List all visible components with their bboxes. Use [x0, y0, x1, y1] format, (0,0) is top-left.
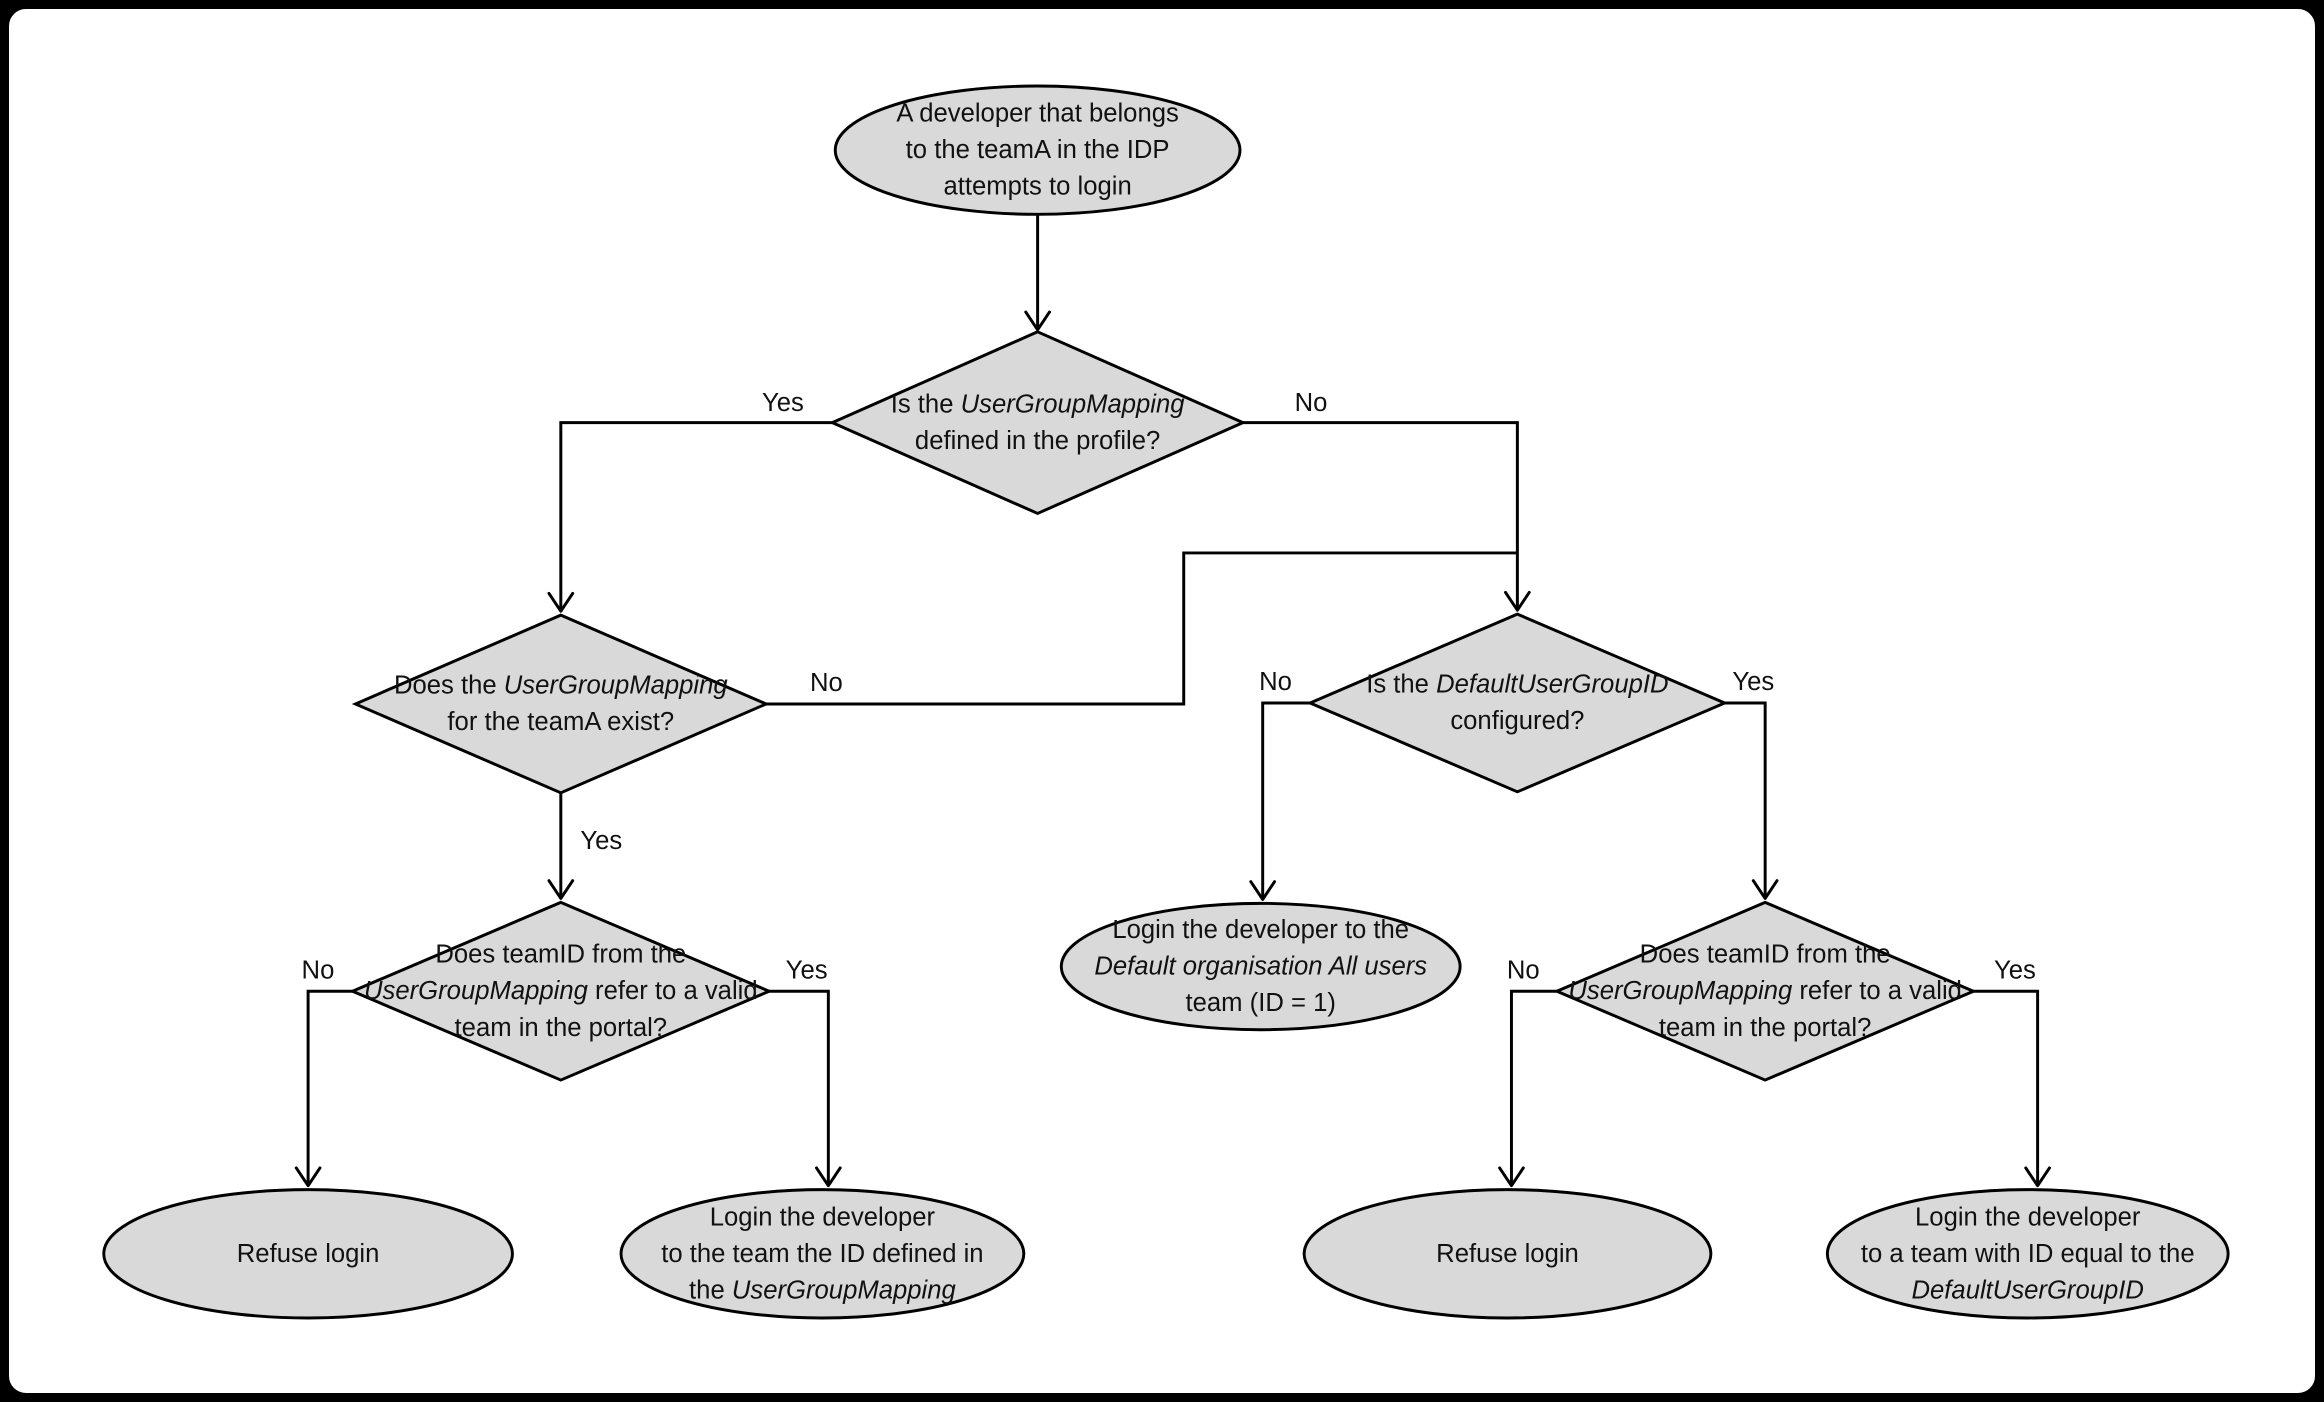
- edge-d2-yes-to-d3l: Yes: [547, 792, 622, 900]
- edge-d1-no-to-d3r: No: [1242, 389, 1531, 612]
- decision-teamid-valid-team-left-shape: [348, 900, 773, 1082]
- edge-d2-no-join-to-d3r: No: [766, 551, 1518, 706]
- end-ellipse-login-team-defaultusergroupid-label-line-1: Login the developer: [1915, 1203, 2141, 1231]
- arrowhead-down-icon: [1504, 590, 1531, 612]
- decision-teamid-valid-team-left-label-line-2: UserGroupMapping refer to a valid: [364, 977, 758, 1005]
- edge-d3r-no-to-default-org-label: No: [1259, 668, 1292, 696]
- end-ellipse-login-default-organisation-team-label-line-2: Default organisation All users: [1094, 953, 1427, 981]
- arrowhead-down-icon: [2024, 1166, 2051, 1188]
- arrowhead-down-icon: [1249, 880, 1277, 901]
- decision-usergroupmapping-for-teama-exists: Does the UserGroupMapping for the teamA e…: [351, 613, 770, 795]
- decision-usergroupmapping-defined-in-profile-shape: [828, 330, 1247, 516]
- end-ellipse-login-team-defaultusergroupid-label-line-3: DefaultUserGroupID: [1912, 1276, 2144, 1304]
- decision-teamid-valid-team-right-label-line-1: Does teamID from the: [1640, 941, 1891, 969]
- edge-d3l-no-to-refuse-left-label: No: [302, 956, 335, 984]
- end-ellipse-login-team-id-usergroupmapping: Login the developer to the team the ID de…: [619, 1188, 1026, 1320]
- decision-usergroupmapping-defined-in-profile-label-line-2: defined in the profile?: [915, 427, 1160, 455]
- decision-defaultusergroupid-configured-label-line-1: Is the DefaultUserGroupID: [1366, 671, 1668, 699]
- end-ellipse-login-team-defaultusergroupid-label-line-2: to a team with ID equal to the: [1861, 1240, 2195, 1268]
- decision-defaultusergroupid-configured-label-line-2: configured?: [1450, 707, 1584, 735]
- end-ellipse-login-team-id-usergroupmapping-label-line-3: the UserGroupMapping: [689, 1276, 956, 1304]
- start-ellipse-developer-login-attempt: A developer that belongs to the teamA in …: [833, 84, 1242, 216]
- edge-d1-yes-to-d2-line: [559, 421, 833, 612]
- end-ellipse-login-team-id-usergroupmapping-label-line-2: to the team the ID defined in: [661, 1240, 983, 1268]
- decision-usergroupmapping-for-teama-exists-label-line-1: Does the UserGroupMapping: [394, 672, 728, 700]
- end-ellipse-login-default-organisation-team-label-line-3: team (ID = 1): [1186, 989, 1336, 1017]
- decision-usergroupmapping-defined-in-profile-label-line-1: Is the UserGroupMapping: [891, 390, 1186, 418]
- decision-defaultusergroupid-configured: Is the DefaultUserGroupID configured?: [1306, 612, 1729, 794]
- edge-d4r-yes-to-login-default-label: Yes: [1994, 956, 2036, 984]
- edge-d3l-yes-to-login-ugm-label: Yes: [786, 956, 828, 984]
- edge-d1-no-to-d3r-label: No: [1295, 389, 1328, 417]
- arrowhead-down-icon: [1498, 1166, 1525, 1188]
- end-ellipse-login-team-defaultusergroupid: Login the developer to a team with ID equ…: [1825, 1188, 2230, 1320]
- end-ellipse-login-team-id-usergroupmapping-shape: [619, 1188, 1026, 1320]
- edge-d1-no-to-d3r-line: [1242, 421, 1519, 611]
- end-ellipse-login-team-id-usergroupmapping-label-line-1: Login the developer: [710, 1203, 936, 1231]
- arrowhead-down-icon: [1751, 879, 1779, 900]
- arrowhead-down-icon: [294, 1166, 322, 1188]
- decision-usergroupmapping-for-teama-exists-shape: [351, 613, 770, 795]
- edge-d3r-yes-to-d4r-label: Yes: [1732, 668, 1774, 696]
- end-ellipse-login-team-defaultusergroupid-shape: [1825, 1188, 2230, 1320]
- decision-defaultusergroupid-configured-shape: [1306, 612, 1729, 794]
- decision-teamid-valid-team-right-label-line-3: team in the portal?: [1659, 1014, 1872, 1042]
- edge-d2-yes-to-d3l-label: Yes: [580, 827, 622, 855]
- edge-d2-no-join-to-d3r-line: [766, 551, 1518, 706]
- edge-d1-yes-to-d2: Yes: [547, 389, 833, 613]
- arrowhead-down-icon: [547, 591, 575, 613]
- decision-usergroupmapping-defined-in-profile: Is the UserGroupMapping defined in the pr…: [828, 330, 1247, 516]
- edge-d3r-no-to-default-org: No: [1249, 668, 1311, 901]
- decision-usergroupmapping-for-teama-exists-label-line-2: for the teamA exist?: [447, 708, 674, 736]
- decision-teamid-valid-team-right-label-line-2: UserGroupMapping refer to a valid: [1568, 977, 1962, 1005]
- edge-d3l-yes-to-login-ugm-line: [769, 989, 830, 1186]
- edge-start-to-d1: [1024, 214, 1051, 332]
- arrowhead-down-icon: [547, 879, 575, 900]
- edge-d3r-yes-to-d4r-line: [1724, 701, 1767, 899]
- edge-d2-no-join-to-d3r-label: No: [810, 669, 843, 697]
- edge-d4r-no-to-refuse-right-line: [1509, 989, 1557, 1186]
- edge-d4r-no-to-refuse-right: No: [1498, 956, 1557, 1188]
- edge-d3r-yes-to-d4r: Yes: [1724, 668, 1779, 900]
- decision-teamid-valid-team-left-label-line-3: team in the portal?: [455, 1014, 668, 1042]
- edge-d3r-no-to-default-org-line: [1261, 701, 1311, 900]
- start-ellipse-developer-login-attempt-label-line-1: A developer that belongs: [896, 100, 1178, 128]
- decision-teamid-valid-team-left-label-line-1: Does teamID from the: [435, 941, 686, 969]
- end-ellipse-refuse-login-right: Refuse login: [1302, 1188, 1713, 1320]
- end-ellipse-refuse-login-right-shape: [1302, 1188, 1713, 1320]
- edge-d3l-yes-to-login-ugm: Yes: [769, 956, 842, 1188]
- arrowhead-down-icon: [1024, 310, 1051, 332]
- decision-teamid-valid-team-right-shape: [1553, 900, 1978, 1082]
- edge-d3l-no-to-refuse-left-line: [306, 989, 353, 1186]
- edge-d4r-yes-to-login-default-line: [1973, 989, 2040, 1186]
- edge-d4r-no-to-refuse-right-label: No: [1507, 956, 1540, 984]
- arrowhead-down-icon: [815, 1166, 842, 1188]
- start-ellipse-developer-login-attempt-label-line-2: to the teamA in the IDP: [906, 136, 1170, 164]
- start-ellipse-developer-login-attempt-shape: [833, 84, 1242, 216]
- end-ellipse-login-default-organisation-team-label-line-1: Login the developer to the: [1112, 916, 1409, 944]
- edge-d3l-no-to-refuse-left: No: [294, 956, 353, 1188]
- end-ellipse-refuse-login-right-label-line-1: Refuse login: [1436, 1240, 1579, 1268]
- edge-d4r-yes-to-login-default: Yes: [1973, 956, 2051, 1188]
- start-ellipse-developer-login-attempt-label-line-3: attempts to login: [943, 173, 1131, 201]
- end-ellipse-login-default-organisation-team-shape: [1059, 901, 1462, 1032]
- end-ellipse-refuse-login-left-shape: [102, 1188, 514, 1320]
- end-ellipse-refuse-login-left-label-line-1: Refuse login: [237, 1240, 380, 1268]
- edge-d1-yes-to-d2-label: Yes: [762, 389, 804, 417]
- end-ellipse-refuse-login-left: Refuse login: [102, 1188, 514, 1320]
